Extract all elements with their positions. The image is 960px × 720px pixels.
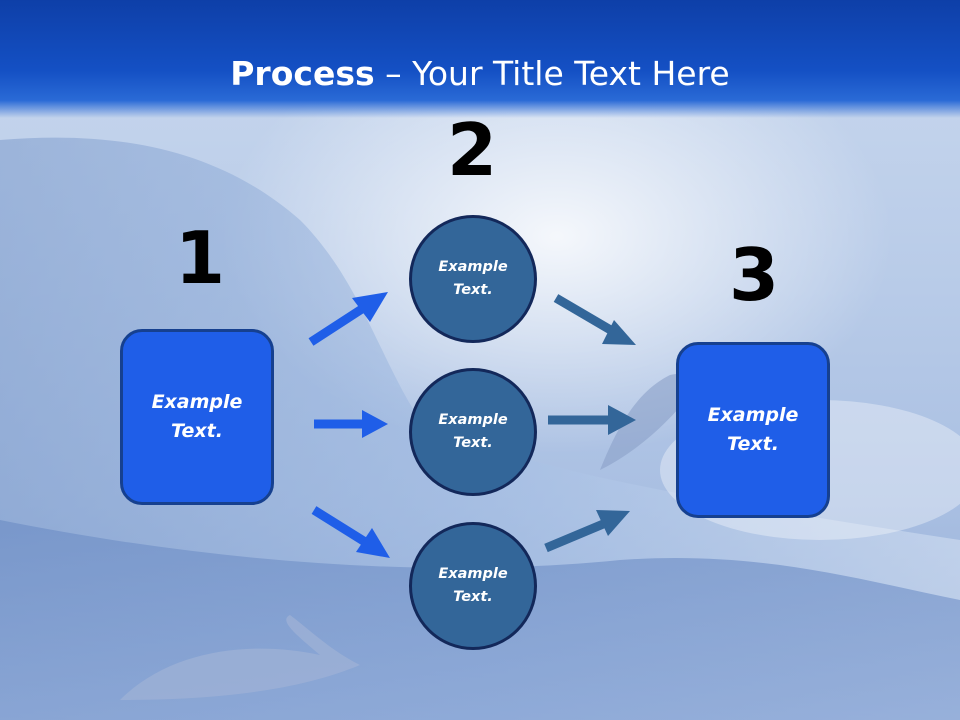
step-number-3: 3 xyxy=(728,233,780,317)
step-2-bottom-text: Example Text. xyxy=(438,566,508,605)
step-1-box: Example Text. xyxy=(120,329,274,505)
step-2-circle-middle: Example Text. xyxy=(409,368,537,496)
title-bold: Process xyxy=(230,54,375,93)
arrow-1-to-middle-icon xyxy=(314,410,388,438)
title-bar xyxy=(0,0,960,118)
arrow-middle-to-3-icon xyxy=(548,405,636,435)
step-2-middle-text: Example Text. xyxy=(438,412,508,451)
step-3-text: Example Text. xyxy=(707,404,799,455)
step-3-box: Example Text. xyxy=(676,342,830,518)
arrow-1-to-top-icon xyxy=(308,292,388,346)
arrow-top-to-3-icon xyxy=(553,294,636,345)
step-number-1: 1 xyxy=(174,216,226,300)
step-2-circle-bottom: Example Text. xyxy=(409,522,537,650)
title-rest: – Your Title Text Here xyxy=(374,54,730,93)
step-1-text: Example Text. xyxy=(151,391,243,442)
slide-title: Process – Your Title Text Here xyxy=(0,52,960,96)
step-number-2: 2 xyxy=(446,108,498,192)
arrow-1-to-bottom-icon xyxy=(311,506,390,558)
step-2-top-text: Example Text. xyxy=(438,259,508,298)
step-2-circle-top: Example Text. xyxy=(409,215,537,343)
arrow-bottom-to-3-icon xyxy=(544,510,630,553)
